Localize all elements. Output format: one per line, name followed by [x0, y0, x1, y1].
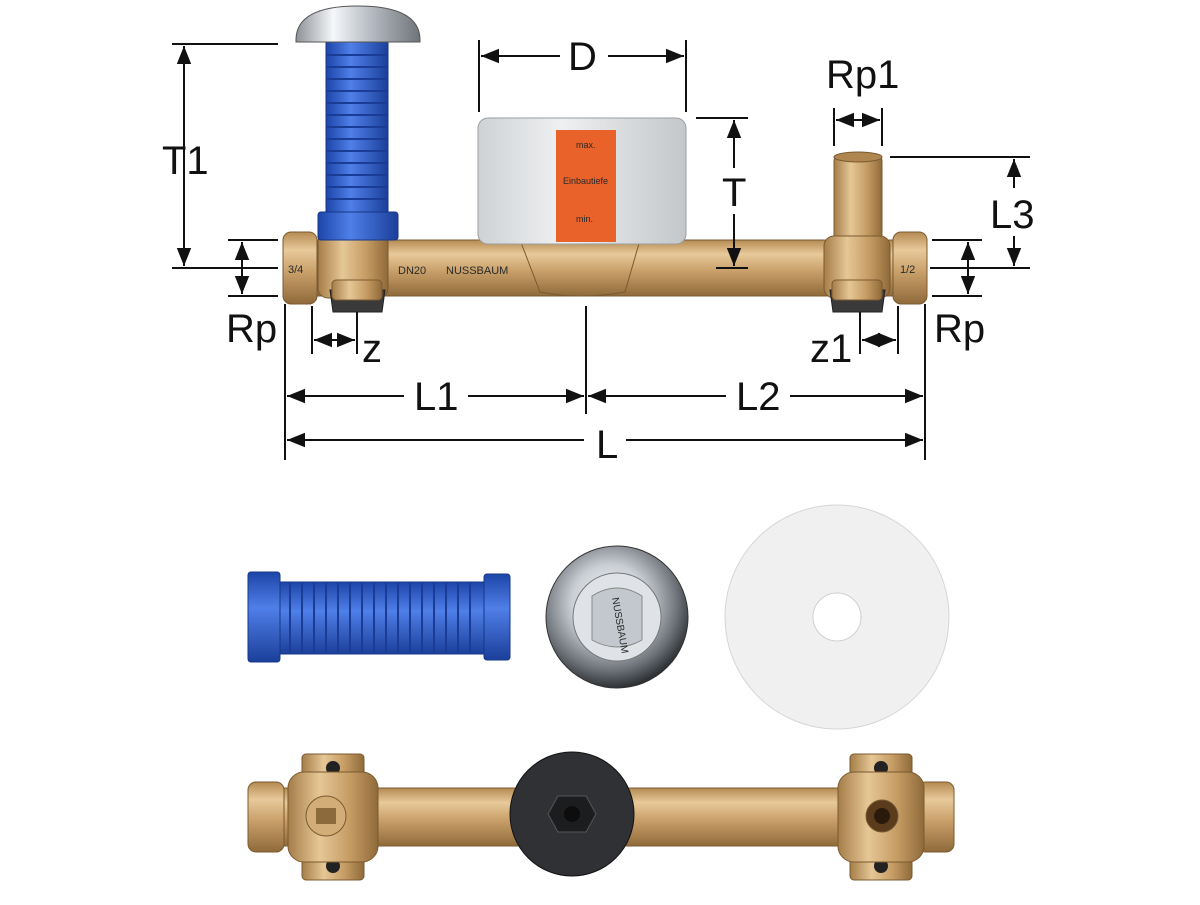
- hose-right-collar: [483, 573, 511, 661]
- front-left-socket: [247, 781, 285, 853]
- right-riser: [833, 154, 883, 246]
- chrome-cap: [295, 5, 421, 43]
- dimensions: [172, 40, 1030, 460]
- label-t1: T1: [162, 139, 209, 183]
- hose-left-collar: [247, 571, 281, 663]
- label-depth: Einbautiefe: [563, 176, 608, 186]
- left-end-socket: [282, 231, 318, 305]
- accessories-row: NUSSBAUM: [247, 504, 950, 730]
- riser-opening: [833, 151, 883, 163]
- front-center-cover: [509, 751, 635, 877]
- right-end-socket: [892, 231, 928, 305]
- label-l: L: [596, 423, 618, 467]
- label-rp1: Rp1: [826, 53, 899, 97]
- label-min: min.: [576, 214, 593, 224]
- label-z1: z1: [810, 327, 852, 371]
- top-assembly: 3/4 1/2 DN20 NUSSBAUM max. Einbautiefe m…: [282, 5, 928, 313]
- label-rp-left: Rp: [226, 307, 277, 351]
- pipe-brand-marking: NUSSBAUM: [446, 265, 508, 277]
- label-d: D: [568, 35, 597, 79]
- left-thread-marking: 3/4: [288, 264, 303, 276]
- label-l1: L1: [414, 375, 459, 419]
- insulation-disc-part: [724, 504, 950, 730]
- label-max: max.: [576, 140, 596, 150]
- left-clip-bracket: [331, 279, 383, 301]
- label-rp-right: Rp: [934, 307, 985, 351]
- right-clip-bracket: [831, 279, 883, 301]
- chrome-rosette-part: NUSSBAUM: [545, 545, 689, 689]
- label-l3: L3: [990, 193, 1035, 237]
- front-right-block: [837, 753, 925, 881]
- label-t: T: [722, 171, 746, 215]
- pipe-dn-marking: DN20: [398, 265, 426, 277]
- valve-body: [519, 239, 641, 297]
- label-l2: L2: [736, 375, 781, 419]
- flexible-hose-part: [247, 571, 511, 663]
- front-left-block: [287, 753, 379, 881]
- label-z: z: [362, 327, 382, 371]
- right-thread-marking: 1/2: [900, 264, 915, 276]
- bottom-assembly: [247, 751, 955, 881]
- hose-bottom-collar: [317, 211, 399, 241]
- depth-label: [556, 130, 616, 242]
- dimension-labels: T1 D T Rp1 L3 Rp Rp z z1 L1 L2 L: [162, 35, 1035, 467]
- hose-ribs: [326, 54, 388, 200]
